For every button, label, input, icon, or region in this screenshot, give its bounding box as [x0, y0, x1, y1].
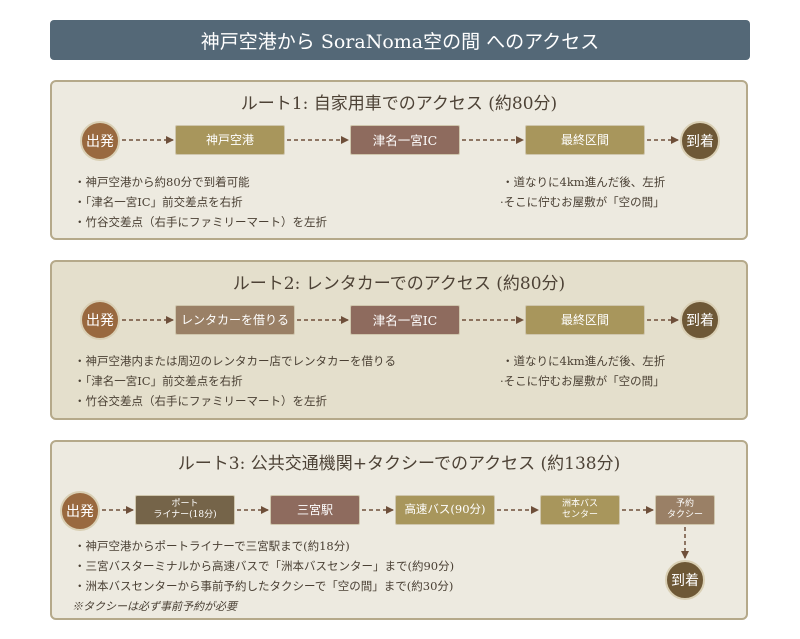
route3-step-highway-bus: 高速バス(90分) [395, 495, 495, 525]
route3-step-sannomiya-label: 三宮駅 [296, 502, 333, 517]
page-title-text: 神戸空港から SoraNoma空の間 へのアクセス [200, 30, 600, 53]
route1-start-node: 出発 [80, 121, 120, 161]
route3-step-portliner: ポート ライナー(18分) [135, 495, 235, 525]
route2-step-rental: レンタカーを借りる [175, 305, 295, 335]
route3-title: ルート3: 公共交通機関+タクシーでのアクセス (約138分) [177, 454, 621, 474]
route3-step-sannomiya: 三宮駅 [270, 495, 360, 525]
route2-start-node: 出発 [80, 300, 120, 340]
route2-step-ic: 津名一宮IC [350, 305, 460, 335]
route1-note-left-2: ・「津名一宮IC」前交差点を右折 [74, 195, 243, 209]
route1-note-left-3: ・竹谷交差点（右手にファミリーマート）を左折 [74, 215, 327, 229]
route1-panel: ルート1: 自家用車でのアクセス (約80分) [50, 80, 748, 240]
route3-panel: ルート3: 公共交通機関+タクシーでのアクセス (約138分) [50, 440, 748, 620]
page-title: 神戸空港から SoraNoma空の間 へのアクセス [50, 20, 750, 60]
route3-step-sumoto-line2: センター [561, 510, 598, 520]
route2-note-right-2: ·そこに佇むお屋敷が「空の間」 [500, 374, 665, 388]
route3-step-taxi-line2: タクシー [666, 510, 703, 520]
route3-note-2: ・三宮バスターミナルから高速バスで「洲本バスセンター」まで(約90分) [74, 559, 455, 573]
route2-note-right-1: ・道なりに4km進んだ後、左折 [502, 354, 666, 368]
route3-end-node: 到着 [665, 560, 705, 600]
route3-start-node: 出発 [60, 491, 100, 531]
route3-step-highway-bus-label: 高速バス(90分) [404, 502, 486, 517]
route3-note-3: ・洲本バスセンターから事前予約したタクシーで「空の間」まで(約30分) [74, 579, 454, 593]
route2-note-left-3: ・竹谷交差点（右手にファミリーマート）を左折 [74, 394, 327, 408]
route1-end-node: 到着 [680, 121, 720, 161]
route3-step-portliner-line2: ライナー(18分) [153, 510, 217, 520]
route1-note-left-1: ・神戸空港から約80分で到着可能 [74, 175, 250, 189]
route1-step-airport: 神戸空港 [175, 125, 285, 155]
route1-note-right-2: ·そこに佇むお屋敷が「空の間」 [500, 195, 665, 209]
route2-panel: ルート2: レンタカーでのアクセス (約80分) [50, 260, 748, 420]
route2-end-node: 到着 [680, 300, 720, 340]
route1-step-final: 最終区間 [525, 125, 645, 155]
route1-step-ic: 津名一宮IC [350, 125, 460, 155]
route3-step-portliner-line1: ポート [171, 499, 199, 510]
route2-note-left-1: ・神戸空港内または周辺のレンタカー店でレンタカーを借りる [74, 354, 396, 368]
route3-remark: ※タクシーは必ず事前予約が必要 [72, 600, 237, 613]
route1-note-right-1: ・道なりに4km進んだ後、左折 [502, 175, 666, 189]
route2-note-left-2: ・「津名一宮IC」前交差点を右折 [74, 374, 243, 388]
route1-title: ルート1: 自家用車でのアクセス (約80分) [240, 94, 558, 114]
route2-step-final: 最終区間 [525, 305, 645, 335]
route2-title: ルート2: レンタカーでのアクセス (約80分) [232, 274, 566, 294]
route3-note-1: ・神戸空港からポートライナーで三宮駅まで(約18分) [74, 539, 350, 553]
route3-step-sumoto-bus-center: 洲本バス センター [540, 495, 620, 525]
route3-step-taxi-line1: 予約 [675, 499, 694, 510]
route3-step-sumoto-line1: 洲本バス [561, 499, 598, 510]
route3-step-taxi: 予約 タクシー [655, 495, 715, 525]
